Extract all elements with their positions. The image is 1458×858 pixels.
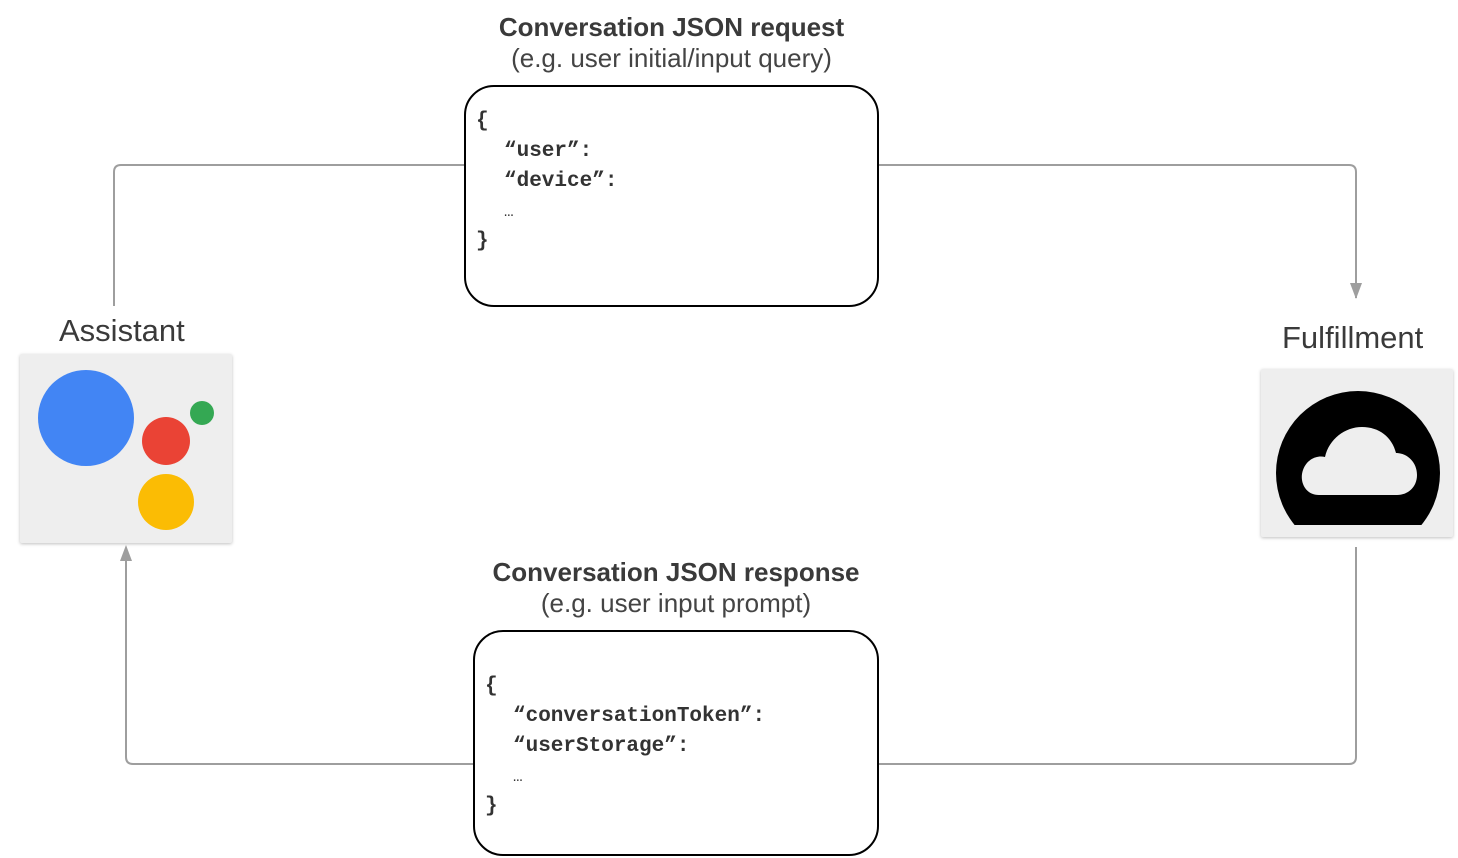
request-code-ellipsis: …	[504, 203, 514, 221]
request-json-box: { “user”: “device”: … }	[464, 85, 879, 307]
response-subtitle: (e.g. user input prompt)	[540, 588, 812, 618]
response-code-line: “userStorage”:	[513, 735, 690, 758]
request-code-line: “user”:	[504, 140, 593, 163]
request-connector-right	[879, 164, 1357, 298]
response-code-open-brace: {	[485, 675, 498, 698]
response-heading: Conversation JSON response (e.g. user in…	[473, 557, 879, 619]
request-code-close-brace: }	[476, 230, 489, 253]
request-code-open-brace: {	[476, 110, 489, 133]
cloud-icon	[1276, 391, 1440, 525]
request-connector-left	[113, 164, 464, 306]
fulfillment-cloud	[1301, 427, 1417, 495]
response-arrowhead	[120, 545, 132, 561]
request-subtitle: (e.g. user initial/input query)	[511, 43, 832, 73]
request-code-line: “device”:	[504, 170, 618, 193]
request-title: Conversation JSON request	[498, 12, 845, 42]
response-code-line: “conversationToken”:	[513, 705, 766, 728]
request-heading: Conversation JSON request (e.g. user ini…	[464, 12, 879, 74]
fulfillment-tile	[1261, 369, 1453, 537]
response-code-close-brace: }	[485, 795, 498, 818]
response-title: Conversation JSON response	[492, 557, 860, 587]
assistant-green-dot	[190, 401, 214, 425]
assistant-blue-dot	[38, 370, 134, 466]
response-connector-right	[879, 547, 1357, 765]
assistant-red-dot	[142, 417, 190, 465]
response-json-box: { “conversationToken”: “userStorage”: … …	[473, 630, 879, 856]
assistant-label: Assistant	[59, 313, 185, 348]
assistant-yellow-dot	[138, 474, 194, 530]
fulfillment-label: Fulfillment	[1282, 320, 1424, 355]
assistant-tile	[20, 354, 232, 543]
response-code-ellipsis: …	[513, 768, 523, 786]
response-connector-left	[125, 560, 473, 765]
request-arrowhead	[1350, 283, 1362, 299]
google-assistant-icon	[20, 354, 232, 543]
